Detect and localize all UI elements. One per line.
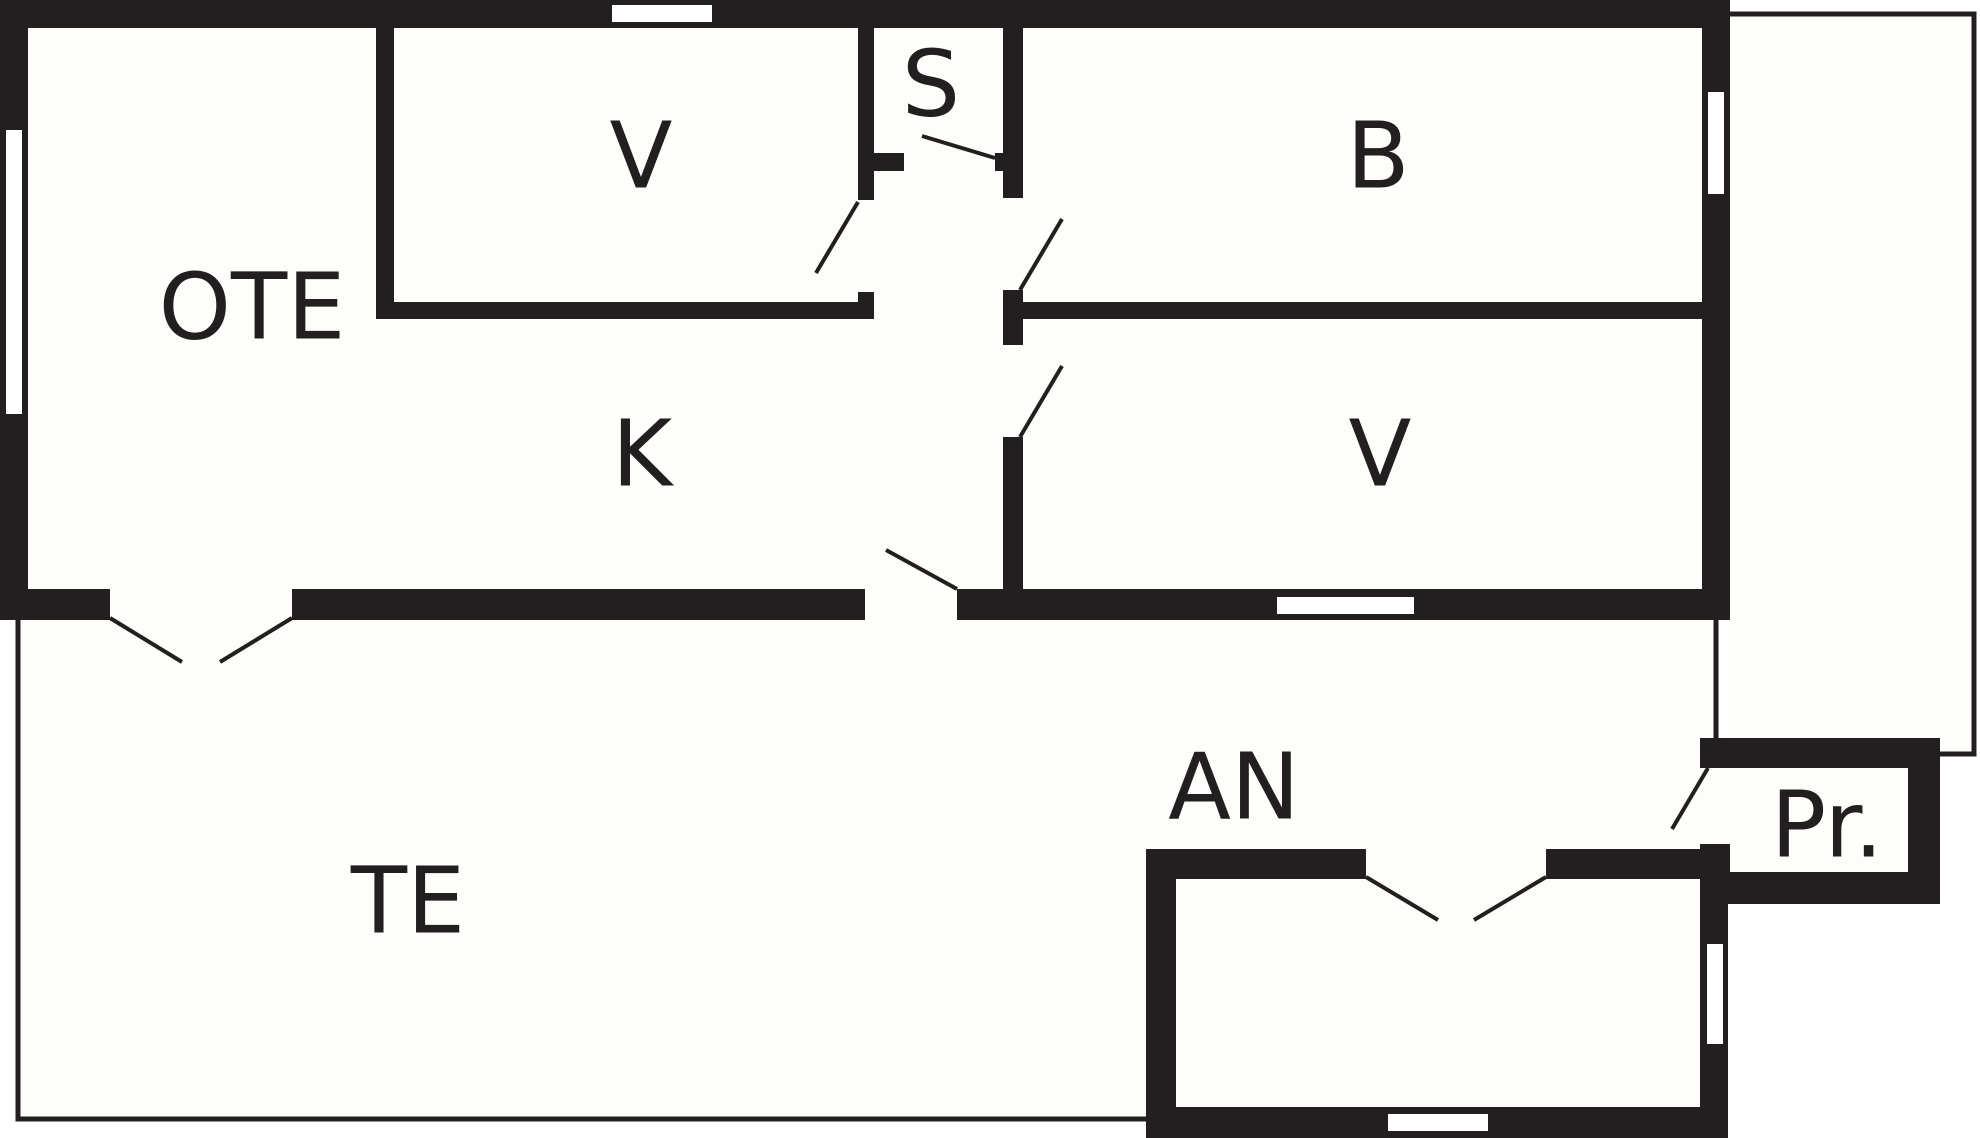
wall-an-left [1146, 849, 1176, 1138]
opening-b [1003, 198, 1023, 290]
room-label-k: K [612, 400, 675, 507]
floor-pr [1712, 760, 1922, 885]
wall-b-v [1003, 302, 1717, 319]
room-label-v-mid: V [1349, 400, 1412, 507]
window-an-right [1707, 944, 1723, 1044]
balcony-outline [1728, 11, 1977, 757]
opening-v-mid [1003, 345, 1023, 437]
opening-vtop-k [858, 200, 874, 292]
room-label-s: S [902, 30, 960, 137]
opening-s [904, 153, 995, 171]
thin-walls [15, 11, 1977, 1122]
wall-s-bottom-a [858, 153, 904, 171]
room-label-an: AN [1168, 733, 1300, 840]
door-swing-v-mid [1018, 364, 1064, 439]
opening-pr [1700, 768, 1730, 844]
wall-pr-bottom [1700, 872, 1940, 904]
opening-an-top [1366, 849, 1546, 879]
room-label-b: B [1346, 102, 1409, 209]
door-openings [110, 153, 1730, 879]
window-right-b [1708, 92, 1724, 194]
room-label-v-top: V [610, 102, 673, 209]
door-swing-s [921, 134, 996, 160]
door-swing-vtop [814, 200, 860, 275]
opening-k-te [865, 589, 957, 620]
door-swing-an-b [1472, 875, 1548, 922]
wall-vtop-left [376, 14, 394, 319]
windows [6, 5, 1724, 1131]
door-swing-ote-te-a [108, 616, 184, 664]
room-label-te: TE [350, 847, 465, 954]
floor-fills [14, 14, 1975, 1121]
window-v-mid [1277, 597, 1414, 614]
window-left [6, 130, 22, 414]
opening-ote-te [110, 589, 292, 620]
wall-vtop-bottom [376, 302, 874, 319]
te-outline [15, 618, 1150, 1122]
room-label-pr: Pr. [1771, 771, 1883, 878]
door-swing-k-te [885, 548, 958, 591]
floor-outer-right [1728, 14, 1975, 754]
door-swings [108, 134, 1710, 922]
wall-pr-top [1700, 738, 1940, 768]
room-labels: OTE V S B K V AN TE Pr. [159, 30, 1884, 954]
room-label-ote: OTE [159, 253, 346, 360]
window-an-bottom [1388, 1114, 1488, 1131]
window-top [612, 5, 712, 22]
door-swing-an-a [1364, 875, 1440, 922]
door-swing-b [1018, 217, 1064, 292]
door-swing-ote-te-b [218, 616, 294, 664]
door-swing-pr [1670, 766, 1710, 831]
